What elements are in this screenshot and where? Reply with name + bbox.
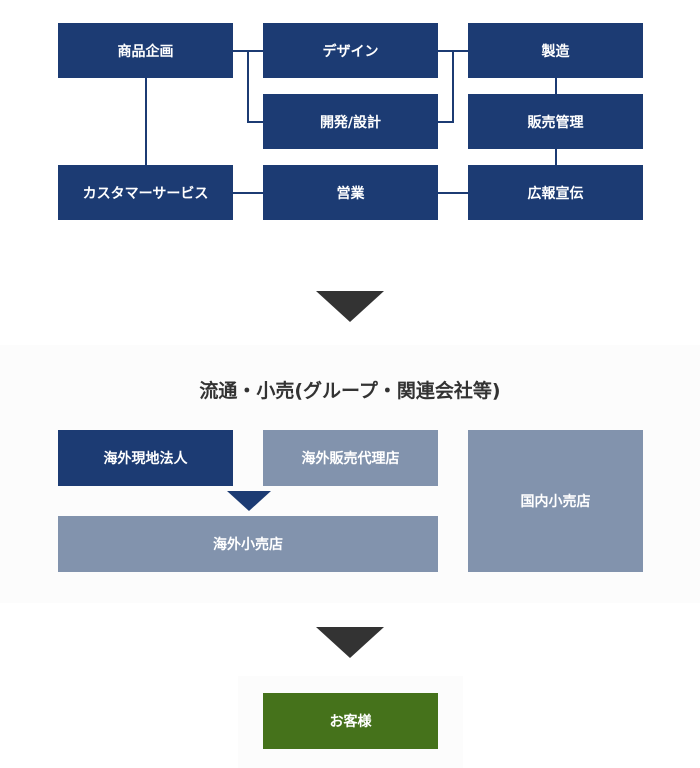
sales-management-box: 販売管理: [468, 94, 643, 149]
overseas-distributor-box: 海外販売代理店: [263, 430, 438, 486]
connector-merge-vertical: [452, 50, 454, 123]
connector-sales-advertising: [438, 192, 468, 194]
customer-service-box: カスタマーサービス: [58, 165, 233, 220]
domestic-retailer-box: 国内小売店: [468, 430, 643, 572]
connector-planning-customer-service: [145, 78, 147, 166]
advertising-box: 広報宣伝: [468, 165, 643, 220]
overseas-subsidiary-box: 海外現地法人: [58, 430, 233, 486]
design-box: デザイン: [263, 23, 438, 78]
connector-sales-mgmt-advertising: [555, 149, 557, 166]
connector-manufacturing-sales-mgmt: [555, 78, 557, 95]
small-down-arrow-icon: [227, 491, 271, 511]
customer-box: お客様: [263, 693, 438, 749]
connector-branch-development: [247, 50, 249, 123]
down-arrow-icon: [316, 291, 384, 322]
connector-to-development: [247, 121, 263, 123]
manufacturing-box: 製造: [468, 23, 643, 78]
connector-development-merge: [438, 121, 454, 123]
sales-box: 営業: [263, 165, 438, 220]
connector-customer-service-sales: [233, 192, 263, 194]
distribution-title: 流通・小売(グループ・関連会社等): [199, 380, 501, 402]
development-box: 開発/設計: [263, 94, 438, 149]
overseas-retailer-box: 海外小売店: [58, 516, 438, 572]
product-planning-box: 商品企画: [58, 23, 233, 78]
down-arrow-icon-2: [316, 627, 384, 658]
